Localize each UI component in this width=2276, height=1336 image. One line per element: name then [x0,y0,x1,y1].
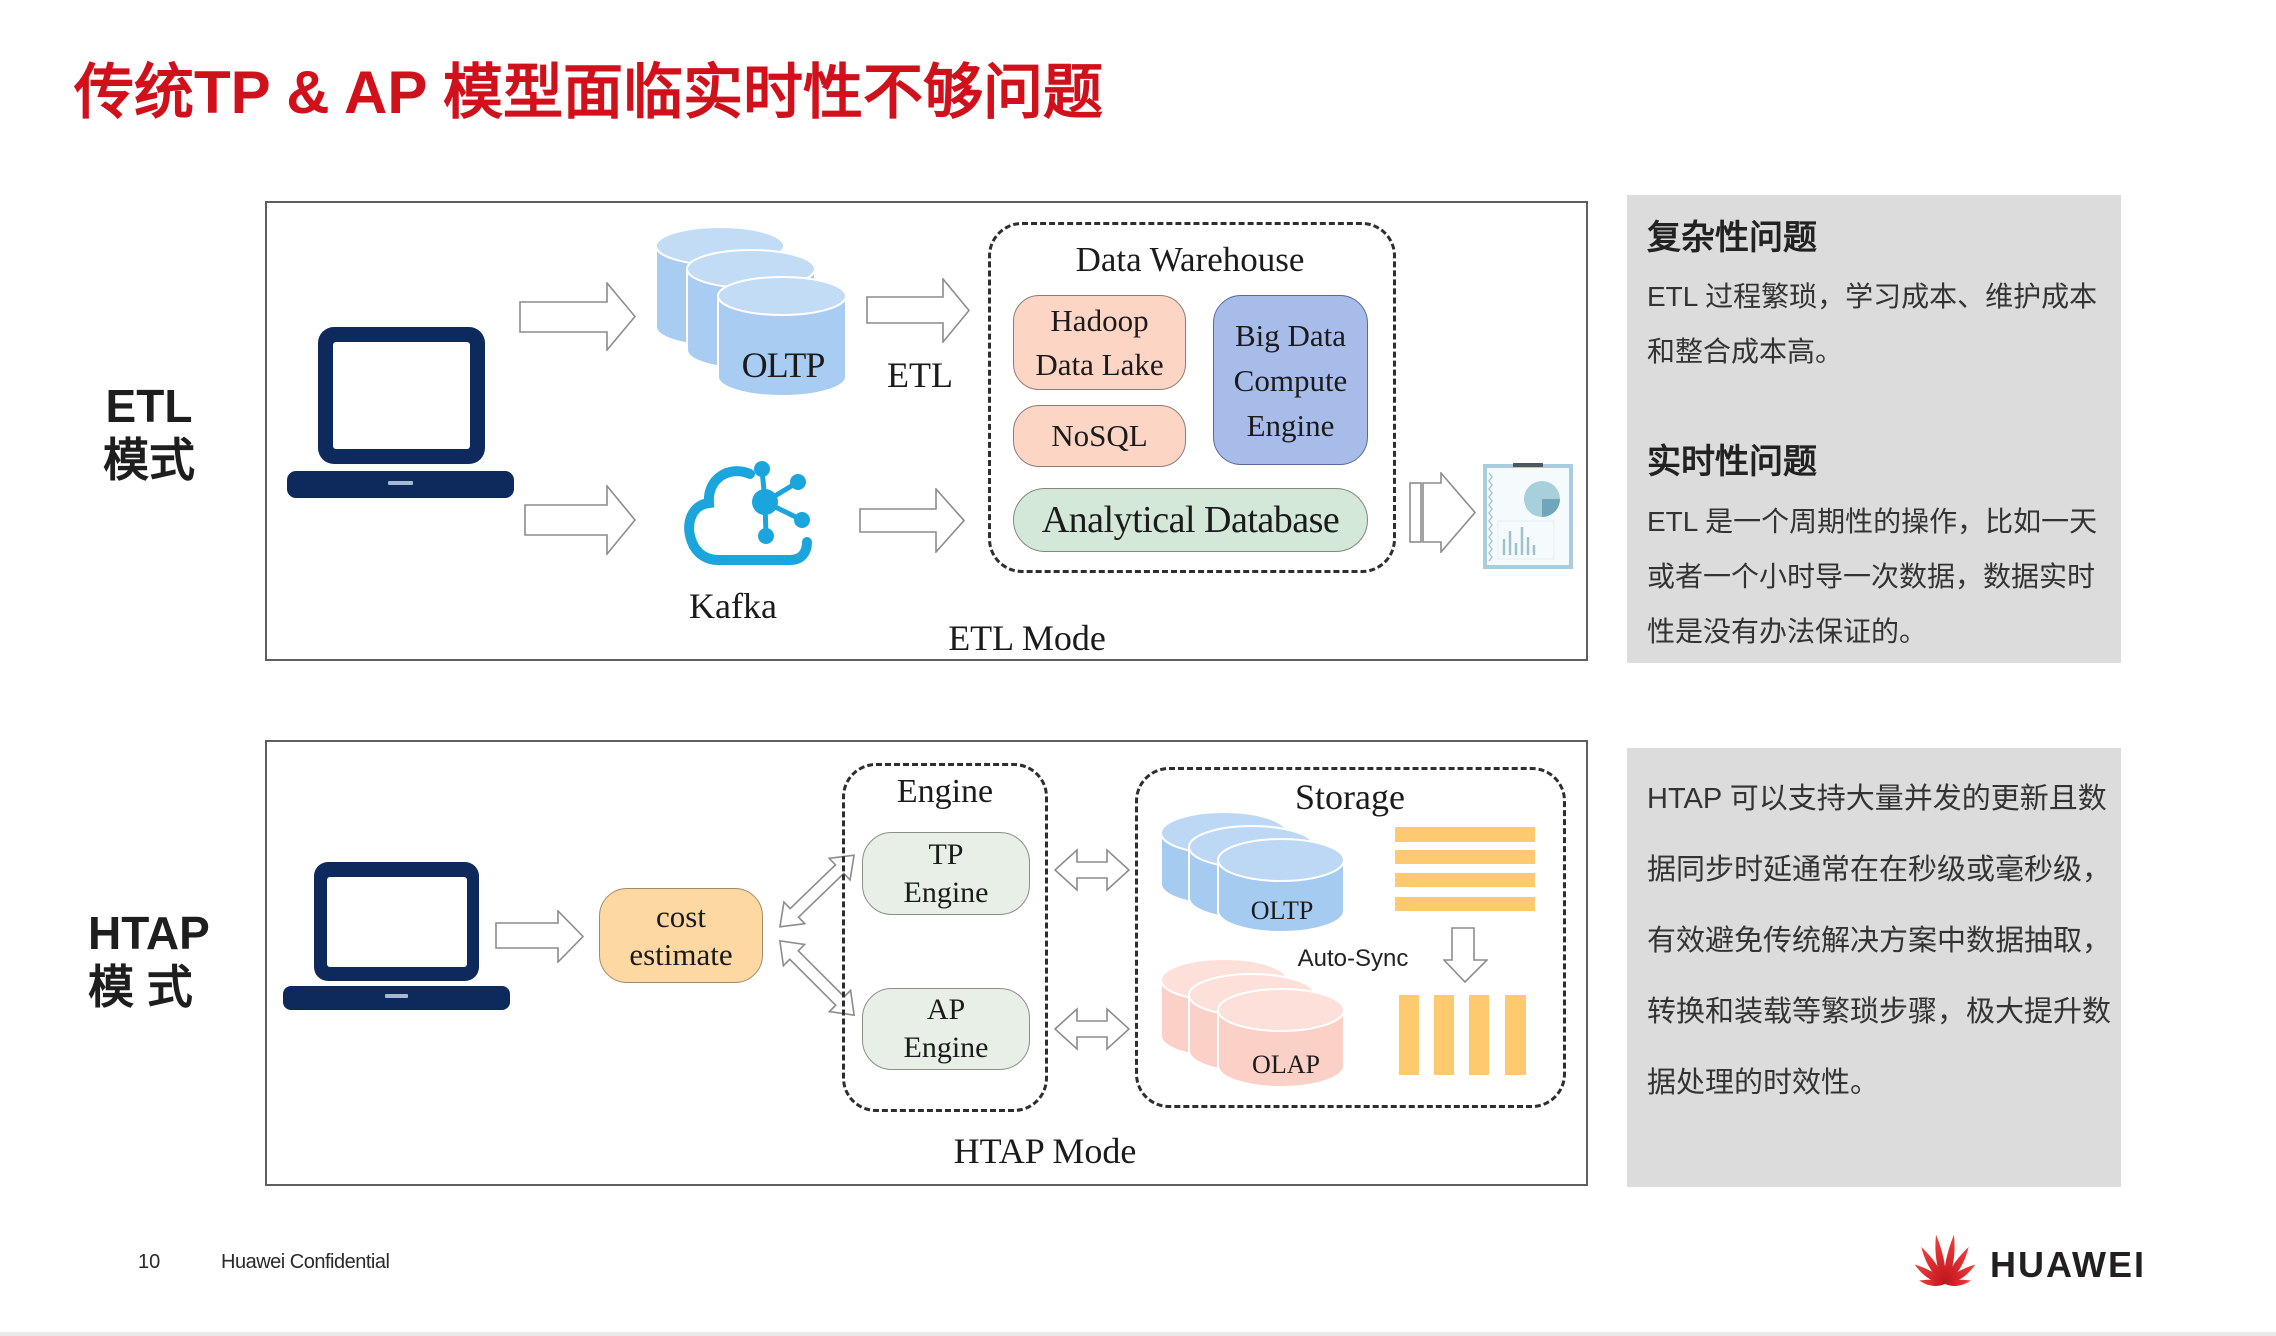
ap-engine-line2: Engine [903,1031,989,1064]
right-arrow-icon [859,488,965,553]
laptop-icon [283,862,510,1010]
etl-label-line1: ETL [105,380,193,432]
etl-mode-caption: ETL Mode [948,618,1106,658]
oltp-database-icon [1160,811,1345,933]
htap-label-line2: 模 式 [88,961,193,1013]
kafka-label: Kafka [689,586,777,626]
right-arrow-icon [524,485,636,555]
auto-sync-label: Auto-Sync [1297,945,1409,972]
htap-notes-line: 据同步时延通常在在秒级或毫秒级， [1647,854,2112,886]
realtime-line: 或者一个小时导一次数据，数据实时 [1647,561,2096,592]
right-arrow-icon [495,910,584,963]
engine-group: Engine TP Engine AP Engine [842,763,1048,1112]
htap-notes-line: 转换和装载等繁琐步骤，极大提升数 [1647,996,2112,1028]
nosql-box: NoSQL [1013,405,1186,467]
double-arrow-icon [1054,1007,1130,1051]
htap-notes-line: 有效避免传统解决方案中数据抽取， [1647,925,2112,957]
htap-notes-line: HTAP 可以支持大量并发的更新且数 [1647,783,2107,815]
down-arrow-icon [1443,927,1488,983]
etl-arrow-icon [866,278,970,343]
laptop-icon [287,327,514,498]
double-arrow-icon [778,939,856,1017]
tp-engine-line2: Engine [903,875,989,909]
huawei-logo-icon [1914,1234,1976,1286]
etl-arrow-label: ETL [887,355,953,395]
routing-arrows [778,854,856,1017]
complexity-line: ETL 过程繁琐，学习成本、维护成本 [1647,281,2098,312]
page-number: 10 [138,1251,161,1273]
htap-notes-panel: HTAP 可以支持大量并发的更新且数 据同步时延通常在在秒级或毫秒级， 有效避免… [1627,748,2121,1187]
htap-notes-line: 据处理的时效性。 [1647,1067,1880,1099]
complexity-line: 和整合成本高。 [1647,336,1844,367]
etl-section-label: ETL 模式 [89,379,209,487]
output-arrow-icon [1409,472,1476,553]
big-data-line1: Big Data [1234,317,1347,353]
double-arrow-icon [1054,848,1130,892]
column-store-icon [1399,995,1526,1075]
oltp-label: OLTP [741,345,826,385]
storage-olap-label: OLAP [1252,1050,1320,1079]
bottom-divider [0,1332,2276,1336]
big-data-line3: Engine [1246,407,1335,443]
tp-engine-box: TP Engine [862,832,1030,915]
oltp-database-icon [656,226,847,397]
etl-diagram: OLTP ETL Kafka Data Warehouse Hadoop Dat… [265,201,1588,661]
htap-label-line1: HTAP [88,907,210,959]
complexity-text: ETL 过程繁琐，学习成本、维护成本 和整合成本高。 [1647,269,2097,379]
engine-group-title: Engine [896,773,994,810]
data-warehouse-group: Data Warehouse Hadoop Data Lake NoSQL Bi… [988,222,1396,573]
htap-notes-text: HTAP 可以支持大量并发的更新且数 据同步时延通常在在秒级或毫秒级， 有效避免… [1647,764,2111,1119]
htap-mode-caption: HTAP Mode [953,1131,1137,1171]
storage-group-title: Storage [1295,777,1405,817]
nosql-label: NoSQL [1051,418,1148,453]
etl-label-line2: 模式 [103,434,195,486]
cost-estimate-line2: estimate [629,936,733,972]
brand-name: HUAWEI [1990,1244,2146,1285]
double-arrow-icon [778,854,856,928]
realtime-heading: 实时性问题 [1647,443,1817,481]
htap-diagram: cost estimate Engine TP Engine AP Engine… [265,740,1588,1186]
realtime-line: ETL 是一个周期性的操作，比如一天 [1647,506,2098,537]
big-data-compute-engine-box: Big Data Compute Engine [1213,295,1368,465]
report-icon [1483,463,1573,569]
etl-notes-panel: 复杂性问题 ETL 过程繁琐，学习成本、维护成本 和整合成本高。 实时性问题 E… [1627,195,2121,663]
confidential-label: Huawei Confidential [221,1251,390,1273]
complexity-heading: 复杂性问题 [1647,219,1817,257]
right-arrow-icon [519,282,636,351]
analytical-database-box: Analytical Database [1013,488,1368,552]
row-store-icon [1395,827,1535,911]
hadoop-line1: Hadoop [1050,302,1149,338]
cost-estimate-line1: cost [656,898,706,934]
analytical-database-label: Analytical Database [1041,499,1340,541]
realtime-line: 性是没有办法保证的。 [1647,616,1928,647]
kafka-icon [684,461,812,565]
hadoop-data-lake-box: Hadoop Data Lake [1013,295,1186,390]
big-data-line2: Compute [1233,362,1348,398]
olap-database-icon [1160,958,1345,1088]
storage-oltp-label: OLTP [1250,896,1314,925]
realtime-text: ETL 是一个周期性的操作，比如一天 或者一个小时导一次数据，数据实时 性是没有… [1647,494,2097,659]
ap-engine-box: AP Engine [862,988,1030,1070]
slide-title: 传统TP & AP 模型面临实时性不够问题 [74,59,1103,126]
storage-group: Storage OLTP OLAP Auto-Sync [1135,767,1566,1108]
cost-estimate-box: cost estimate [599,888,763,983]
data-warehouse-title: Data Warehouse [1075,240,1305,279]
hadoop-line2: Data Lake [1035,346,1164,382]
tp-engine-line1: TP [928,837,964,871]
htap-section-label: HTAP 模 式 [88,906,210,1014]
ap-engine-line1: AP [926,993,966,1026]
